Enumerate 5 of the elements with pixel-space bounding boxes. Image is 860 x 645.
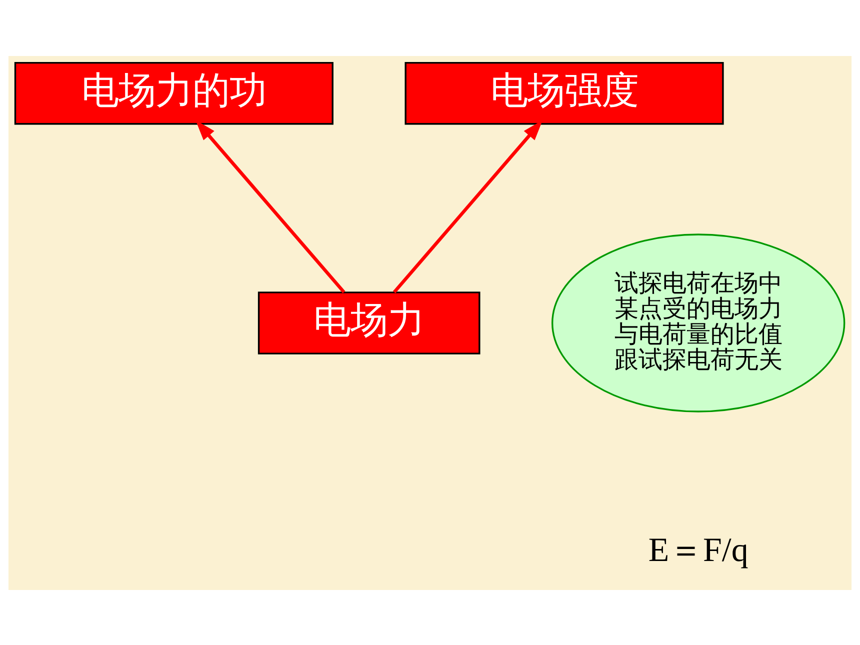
node-box: 电场强度 bbox=[404, 61, 724, 124]
node-box: 电场力的功 bbox=[14, 61, 334, 124]
node-box: 电场力 bbox=[258, 291, 480, 354]
label: E＝F/q bbox=[648, 532, 748, 569]
node-ellipse: 试探电荷在场中某点受的电场力与电荷量的比值跟试探电荷无关 bbox=[551, 233, 846, 412]
